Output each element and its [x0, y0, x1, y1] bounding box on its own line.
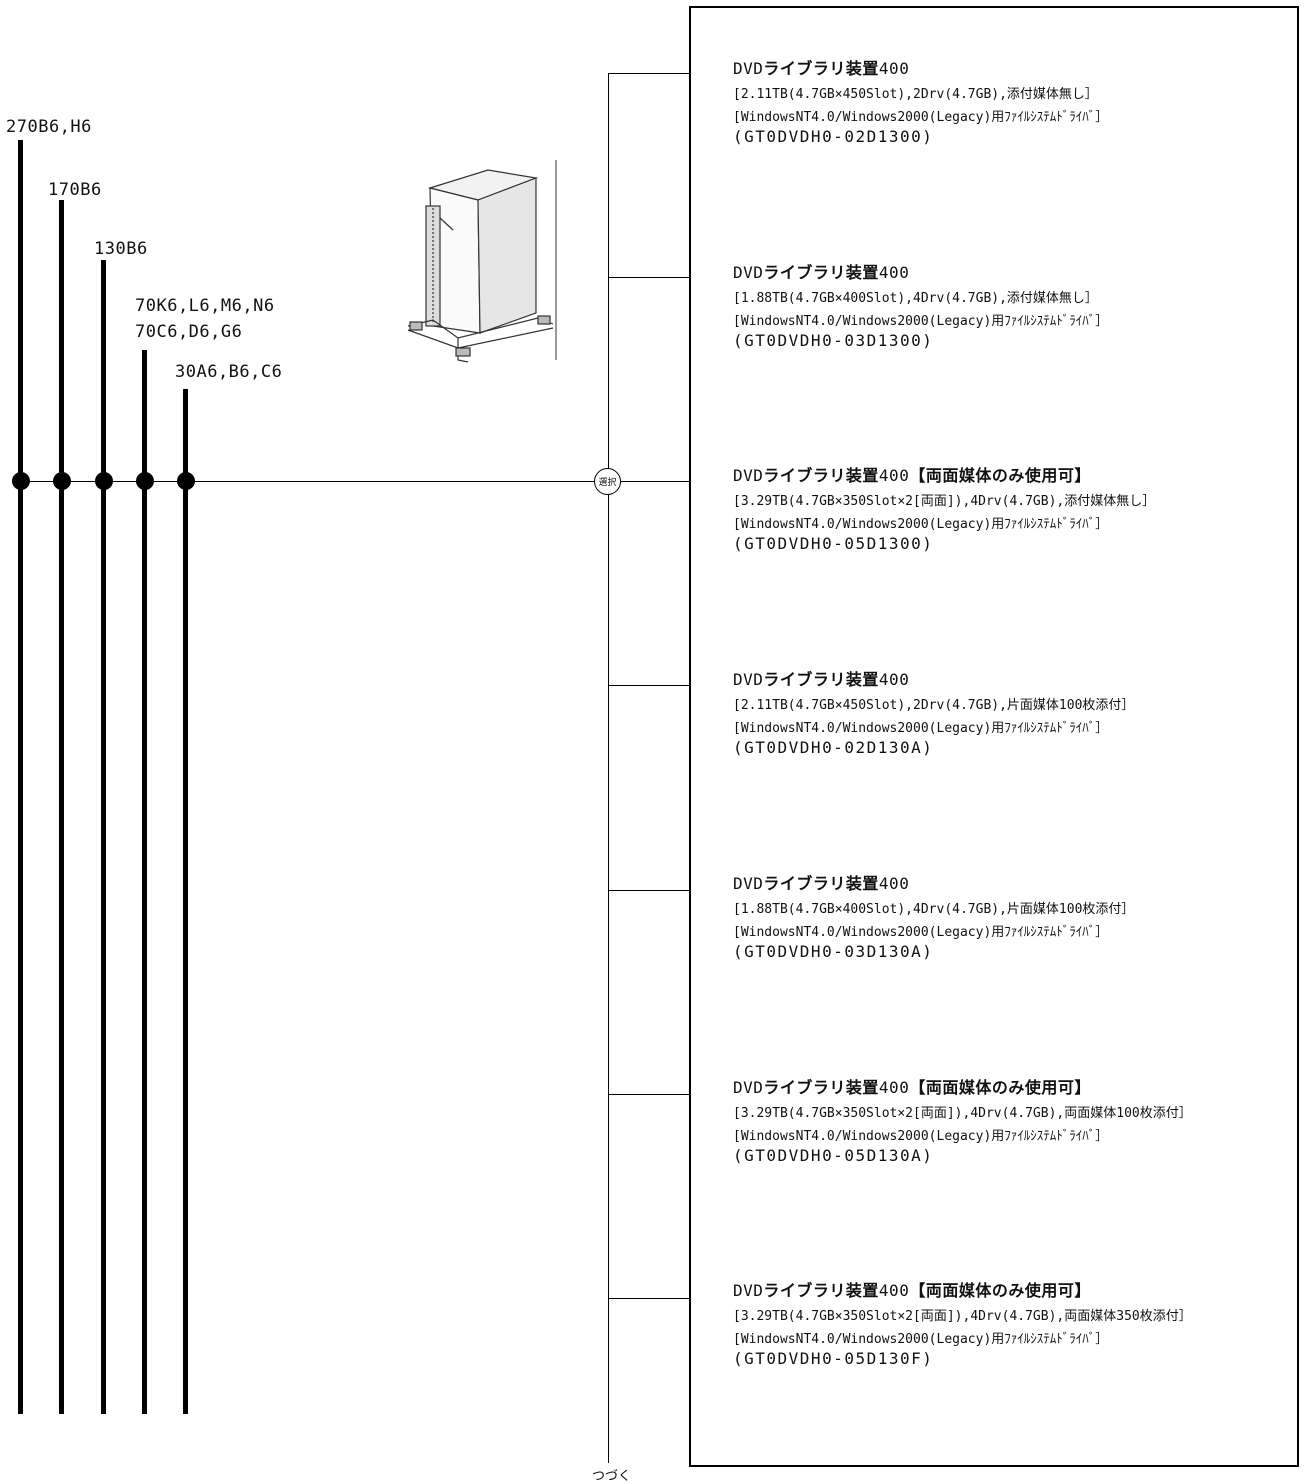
option-branch-line — [608, 890, 690, 891]
option-note: 【両面媒体のみ使用可】 — [909, 1281, 1091, 1300]
option-driver: [WindowsNT4.0/Windows2000(Legacy)用ﾌｧｲﾙｼｽ… — [733, 925, 1109, 940]
model-bus-30 — [183, 389, 188, 1414]
option-code: (GT0DVDH0-05D130F) — [733, 1349, 934, 1368]
model-label-170: 170B6 — [48, 180, 102, 200]
select-marker: 選択 — [594, 468, 621, 495]
option-spec: [2.11TB(4.7GB×450Slot),2Drv(4.7GB),添付媒体無… — [733, 87, 1098, 102]
option-code: (GT0DVDH0-02D1300) — [733, 127, 934, 146]
option-prefix: DVD — [733, 466, 764, 485]
option-driver: [WindowsNT4.0/Windows2000(Legacy)用ﾌｧｲﾙｼｽ… — [733, 721, 1109, 736]
option-branch-line — [608, 685, 690, 686]
option-prefix: DVD — [733, 59, 764, 78]
option-capacity: 400 — [878, 1281, 910, 1300]
option-name: ライブラリ装置 — [763, 263, 879, 282]
model-label-70k: 70K6,L6,M6,N6 — [135, 296, 275, 316]
option-code: (GT0DVDH0-05D130A) — [733, 1146, 934, 1165]
option-driver: [WindowsNT4.0/Windows2000(Legacy)用ﾌｧｲﾙｼｽ… — [733, 110, 1109, 125]
option-spec: [2.11TB(4.7GB×450Slot),2Drv(4.7GB),片面媒体1… — [733, 698, 1135, 713]
option-item-4[interactable]: DVDライブラリ装置400 [2.11TB(4.7GB×450Slot),2Dr… — [733, 666, 1134, 757]
option-branch-line — [621, 481, 690, 482]
option-spec: [1.88TB(4.7GB×400Slot),4Drv(4.7GB),添付媒体無… — [733, 291, 1098, 306]
selector-trunk-line — [608, 73, 609, 1463]
model-bus-270 — [18, 140, 23, 1414]
option-prefix: DVD — [733, 874, 764, 893]
option-capacity: 400 — [878, 466, 910, 485]
option-name: ライブラリ装置 — [763, 1078, 879, 1097]
connector-line — [12, 481, 594, 482]
option-capacity: 400 — [878, 670, 910, 689]
option-item-5[interactable]: DVDライブラリ装置400 [1.88TB(4.7GB×400Slot),4Dr… — [733, 870, 1134, 961]
option-name: ライブラリ装置 — [763, 874, 879, 893]
option-capacity: 400 — [878, 1078, 910, 1097]
model-bus-170 — [59, 200, 64, 1414]
option-panel — [689, 6, 1299, 1467]
option-capacity: 400 — [878, 874, 910, 893]
option-note: 【両面媒体のみ使用可】 — [909, 1078, 1091, 1097]
model-label-70c: 70C6,D6,G6 — [135, 322, 243, 342]
option-item-6[interactable]: DVDライブラリ装置400【両面媒体のみ使用可】 [3.29TB(4.7GB×3… — [733, 1074, 1192, 1165]
option-spec: [3.29TB(4.7GB×350Slot×2[両面]),4Drv(4.7GB)… — [733, 494, 1156, 509]
model-bus-70 — [142, 350, 147, 1414]
option-branch-line — [608, 1094, 690, 1095]
option-code: (GT0DVDH0-03D1300) — [733, 331, 934, 350]
option-code: (GT0DVDH0-05D1300) — [733, 534, 934, 553]
option-note: 【両面媒体のみ使用可】 — [909, 466, 1091, 485]
option-spec: [3.29TB(4.7GB×350Slot×2[両面]),4Drv(4.7GB)… — [733, 1309, 1192, 1324]
option-prefix: DVD — [733, 1078, 764, 1097]
continue-label: つづく — [592, 1469, 632, 1484]
option-prefix: DVD — [733, 1281, 764, 1300]
option-name: ライブラリ装置 — [763, 670, 879, 689]
option-name: ライブラリ装置 — [763, 466, 879, 485]
option-branch-line — [608, 277, 690, 278]
option-code: (GT0DVDH0-03D130A) — [733, 942, 934, 961]
option-spec: [3.29TB(4.7GB×350Slot×2[両面]),4Drv(4.7GB)… — [733, 1106, 1192, 1121]
option-branch-line — [608, 1298, 690, 1299]
option-item-3[interactable]: DVDライブラリ装置400【両面媒体のみ使用可】 [3.29TB(4.7GB×3… — [733, 462, 1155, 553]
option-prefix: DVD — [733, 670, 764, 689]
option-capacity: 400 — [878, 263, 910, 282]
dvd-library-cabinet-icon — [407, 160, 557, 363]
option-driver: [WindowsNT4.0/Windows2000(Legacy)用ﾌｧｲﾙｼｽ… — [733, 1129, 1109, 1144]
option-item-7[interactable]: DVDライブラリ装置400【両面媒体のみ使用可】 [3.29TB(4.7GB×3… — [733, 1277, 1192, 1368]
model-label-30: 30A6,B6,C6 — [175, 362, 283, 382]
option-item-1[interactable]: DVDライブラリ装置400 [2.11TB(4.7GB×450Slot),2Dr… — [733, 55, 1108, 146]
model-label-270: 270B6,H6 — [6, 117, 92, 137]
option-code: (GT0DVDH0-02D130A) — [733, 738, 934, 757]
option-name: ライブラリ装置 — [763, 59, 879, 78]
option-driver: [WindowsNT4.0/Windows2000(Legacy)用ﾌｧｲﾙｼｽ… — [733, 517, 1109, 532]
option-capacity: 400 — [878, 59, 910, 78]
option-driver: [WindowsNT4.0/Windows2000(Legacy)用ﾌｧｲﾙｼｽ… — [733, 314, 1109, 329]
option-branch-line — [608, 73, 690, 74]
model-label-130: 130B6 — [94, 239, 148, 259]
option-prefix: DVD — [733, 263, 764, 282]
option-driver: [WindowsNT4.0/Windows2000(Legacy)用ﾌｧｲﾙｼｽ… — [733, 1332, 1109, 1347]
option-spec: [1.88TB(4.7GB×400Slot),4Drv(4.7GB),片面媒体1… — [733, 902, 1135, 917]
option-name: ライブラリ装置 — [763, 1281, 879, 1300]
option-item-2[interactable]: DVDライブラリ装置400 [1.88TB(4.7GB×400Slot),4Dr… — [733, 259, 1108, 350]
model-bus-130 — [101, 260, 106, 1414]
